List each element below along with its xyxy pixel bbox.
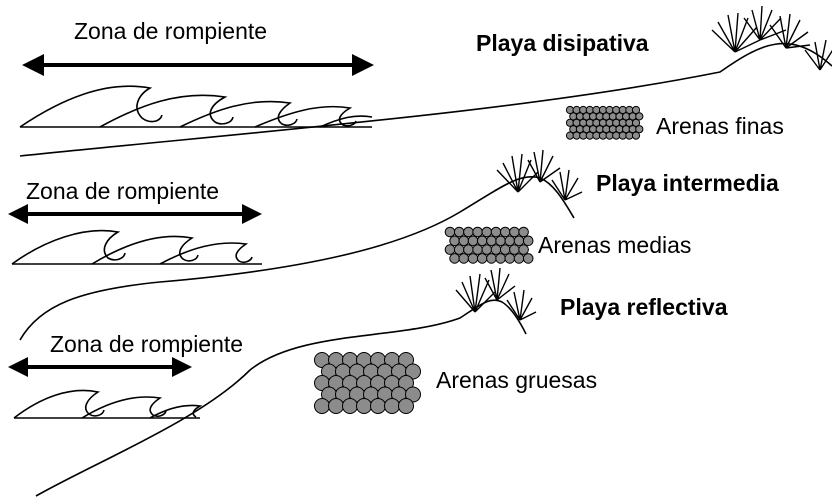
sand-grain-icon: [454, 245, 464, 255]
wave-icon: [20, 86, 372, 127]
sand-grain-cluster-fine: [566, 106, 643, 139]
sand-grain-icon: [496, 254, 506, 264]
sand-label-dissipative: Arenas finas: [656, 115, 784, 138]
sand-grain-icon: [445, 227, 455, 237]
sand-grain-icon: [632, 132, 639, 139]
shore-profile: [20, 44, 832, 156]
wave-icon: [14, 390, 200, 418]
sand-grain-icon: [468, 254, 478, 264]
sand-grain-icon: [519, 227, 529, 237]
sand-grain-icon: [459, 254, 469, 264]
sand-grain-icon: [473, 245, 483, 255]
sand-grain-cluster-coarse: [315, 353, 421, 414]
sand-grain-icon: [487, 236, 497, 246]
sand-grain-icon: [371, 399, 386, 414]
sand-label-intermediate: Arenas medias: [538, 234, 691, 257]
shore-profile: [36, 300, 526, 496]
sand-grain-icon: [505, 254, 515, 264]
sand-grain-icon: [329, 399, 344, 414]
sand-grain-icon: [464, 227, 474, 237]
sand-grain-icon: [450, 236, 460, 246]
zone-label-reflective: Zona de rompiente: [50, 333, 243, 356]
beach-label-dissipative: Playa disipativa: [476, 32, 649, 55]
sand-grain-icon: [482, 245, 492, 255]
sand-grain-icon: [510, 245, 520, 255]
sand-grain-icon: [510, 227, 520, 237]
sand-grain-icon: [477, 236, 487, 246]
sand-grain-icon: [514, 236, 524, 246]
wave-icon: [12, 231, 262, 264]
sand-grain-icon: [523, 236, 533, 246]
sand-grain-icon: [487, 254, 497, 264]
sand-grain-icon: [500, 227, 510, 237]
double-arrow-icon: [22, 54, 374, 76]
sand-grain-icon: [385, 399, 400, 414]
sand-grain-icon: [491, 245, 501, 255]
sand-grain-icon: [496, 236, 506, 246]
sand-grain-icon: [505, 236, 515, 246]
zone-label-intermediate: Zona de rompiente: [26, 180, 219, 203]
dune-vegetation-icon: [497, 150, 582, 200]
double-arrow-icon: [8, 204, 262, 224]
sand-grain-icon: [523, 254, 533, 264]
sand-grain-icon: [519, 245, 529, 255]
zone-label-dissipative: Zona de rompiente: [74, 20, 267, 43]
sand-grain-icon: [491, 227, 501, 237]
sand-grain-icon: [450, 254, 460, 264]
sand-grain-icon: [454, 227, 464, 237]
sand-grain-icon: [500, 245, 510, 255]
sand-grain-icon: [315, 399, 330, 414]
double-arrow-icon: [8, 357, 192, 377]
sand-grain-icon: [357, 399, 372, 414]
sand-grain-icon: [399, 399, 414, 414]
beach-label-reflective: Playa reflectiva: [560, 296, 728, 319]
sand-grain-icon: [445, 245, 455, 255]
sand-label-reflective: Arenas gruesas: [436, 369, 597, 392]
sand-grain-icon: [514, 254, 524, 264]
sand-grain-icon: [464, 245, 474, 255]
sand-grain-cluster-medium: [445, 227, 533, 263]
sand-grain-icon: [482, 227, 492, 237]
sand-grain-icon: [477, 254, 487, 264]
sand-grain-icon: [473, 227, 483, 237]
beach-label-intermediate: Playa intermedia: [596, 172, 779, 195]
sand-grain-icon: [343, 399, 358, 414]
dune-vegetation-icon: [712, 6, 832, 70]
sand-grain-icon: [468, 236, 478, 246]
sand-grain-icon: [459, 236, 469, 246]
